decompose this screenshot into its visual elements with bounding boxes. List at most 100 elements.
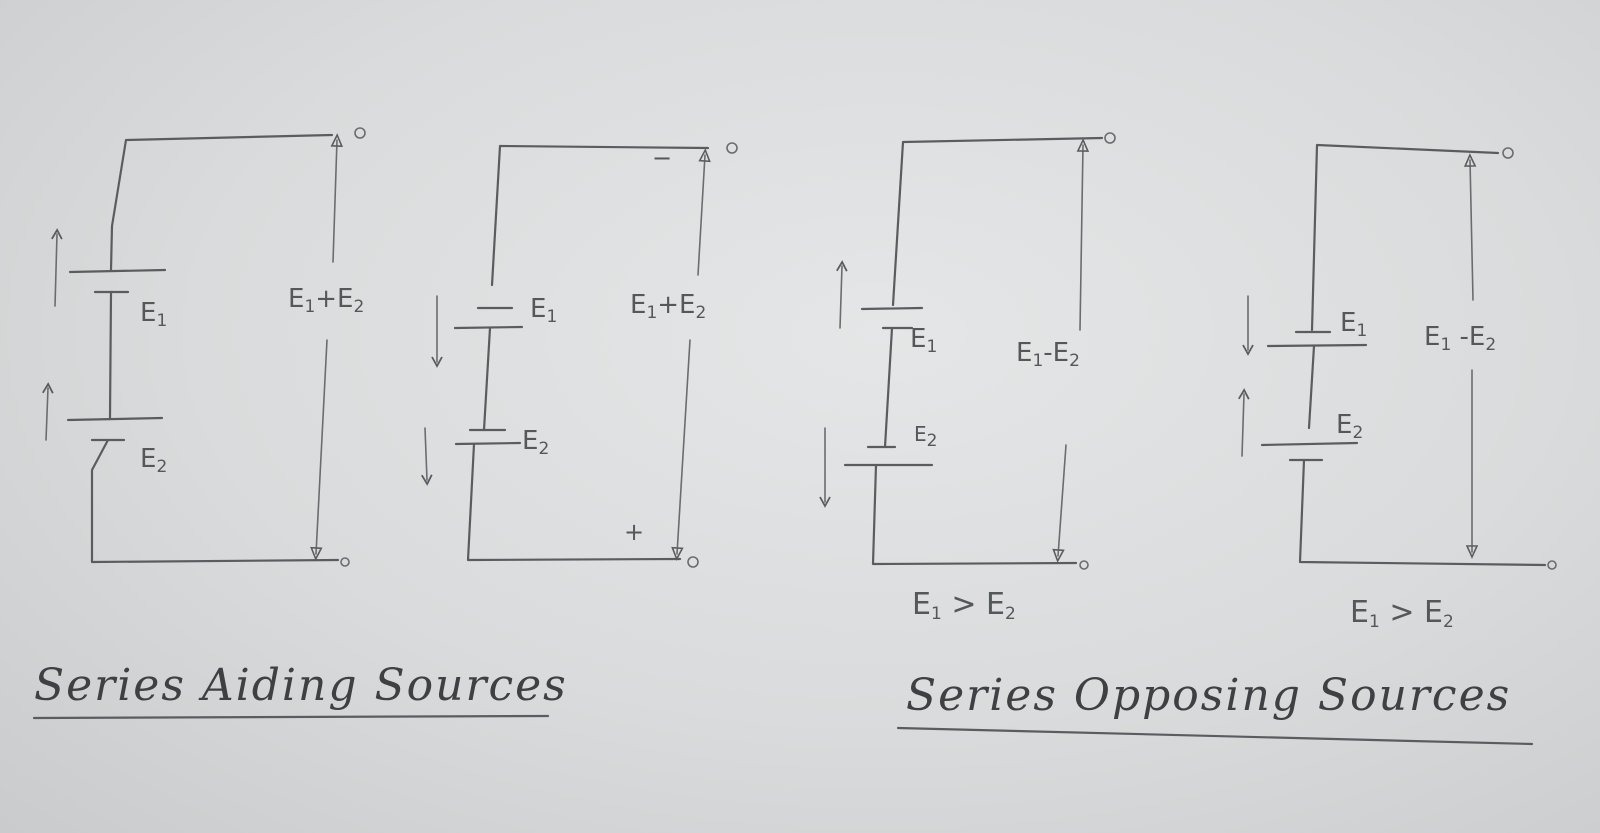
label-subscript: 2 [156, 457, 168, 477]
label-text: E [140, 444, 157, 474]
wire-top [1310, 143, 1500, 332]
voltage-arrow-down [671, 339, 691, 561]
title-underline-aiding [32, 714, 550, 720]
label-subscript: 2 [1004, 604, 1016, 624]
wire-bottom [1298, 458, 1547, 567]
emf-arrow-2 [1238, 388, 1250, 457]
battery-1-long-plate [453, 325, 524, 330]
emf-arrow-2 [421, 427, 433, 486]
terminal-sign-negative: − [652, 144, 673, 172]
title-underline-opposing [896, 726, 1534, 746]
label-subscript: 1 [646, 303, 658, 323]
wire-bottom [466, 442, 682, 562]
label-subscript: 2 [1442, 612, 1454, 632]
label-text: E [1336, 410, 1353, 440]
terminal-top [1104, 132, 1116, 144]
battery-2-long-plate [1260, 441, 1359, 447]
wire-middle [482, 326, 492, 432]
circuit-aiding-1 [42, 127, 366, 567]
terminal-top [354, 127, 366, 139]
battery-1-long-plate [68, 268, 167, 274]
wire-bottom [871, 463, 1078, 566]
voltage-arrow-up [330, 133, 344, 263]
label-cell-e2: E2 [1336, 412, 1363, 442]
circuit-opposing-2 [1238, 143, 1557, 570]
label-text: E [522, 426, 539, 456]
terminal-bottom [1079, 560, 1089, 570]
label-subscript: 2 [926, 431, 938, 451]
terminal-top [1502, 147, 1514, 159]
voltage-arrow-up [697, 148, 711, 276]
label-subscript: 2 [1352, 423, 1364, 443]
terminal-bottom [1547, 560, 1557, 570]
emf-arrow-1 [836, 260, 848, 329]
label-cell-e2: E2 [140, 446, 167, 476]
label-cell-e1: E1 [530, 296, 557, 326]
label-text: E [288, 284, 305, 314]
label-text: E [910, 324, 927, 354]
label-subscript: 1 [1356, 321, 1368, 341]
label-output-voltage: E1+E2 [630, 292, 706, 322]
label-subscript: 1 [546, 307, 558, 327]
label-cell-e1: E1 [1340, 310, 1367, 340]
battery-1-long-plate [860, 306, 924, 311]
voltage-arrow-down [1052, 444, 1067, 563]
wire-middle [883, 326, 894, 449]
label-subscript: 2 [1485, 335, 1497, 355]
label-text: E [1350, 595, 1369, 630]
label-subscript: 2 [695, 303, 707, 323]
label-subscript: 1 [1368, 612, 1380, 632]
voltage-arrow-up [1463, 153, 1477, 301]
label-text: +E [315, 284, 354, 314]
terminal-top [726, 142, 738, 154]
wire-top [490, 144, 710, 287]
label-cell-e2: E2 [522, 428, 549, 458]
label-text: E [530, 294, 547, 324]
label-output-voltage: E1-E2 [1016, 340, 1080, 370]
title-series-opposing: Series Opposing Sources [906, 670, 1512, 721]
circuit-aiding-2 [421, 142, 738, 568]
emf-arrow-2 [42, 382, 54, 441]
label-subscript: 1 [1032, 351, 1044, 371]
label-text: > E [941, 587, 1005, 622]
label-subscript: 1 [156, 311, 168, 331]
label-text: E [1340, 308, 1357, 338]
label-text: +E [657, 290, 696, 320]
label-subscript: 1 [1440, 335, 1452, 355]
label-text: E [1016, 338, 1033, 368]
label-text: E [630, 290, 647, 320]
title-series-aiding: Series Aiding Sources [34, 660, 568, 711]
wire-middle [108, 290, 113, 420]
label-text: E [912, 587, 931, 622]
voltage-arrow-up [1076, 138, 1090, 331]
label-text: > E [1379, 595, 1443, 630]
label-subscript: 1 [304, 297, 316, 317]
emf-arrow-1 [51, 228, 63, 307]
label-text: E [140, 298, 157, 328]
terminal-bottom [687, 556, 699, 568]
circuit-opposing-1 [819, 132, 1116, 570]
label-output-voltage: E1+E2 [288, 286, 364, 316]
label-condition: E1 > E2 [1350, 598, 1454, 631]
voltage-arrow-down [310, 339, 328, 561]
label-output-voltage: E1 -E2 [1424, 324, 1496, 354]
wire-top [109, 133, 334, 272]
battery-2-long-plate [66, 416, 164, 422]
label-cell-e2: E2 [914, 424, 937, 450]
battery-2-long-plate [454, 441, 522, 446]
label-cell-e1: E1 [140, 300, 167, 330]
label-cell-e1: E1 [910, 326, 937, 356]
terminal-bottom [340, 557, 350, 567]
label-condition: E1 > E2 [912, 590, 1016, 623]
label-text: -E [1043, 338, 1070, 368]
wire-bottom [90, 438, 340, 564]
label-subscript: 2 [538, 439, 550, 459]
label-text: -E [1451, 322, 1486, 352]
label-subscript: 1 [930, 604, 942, 624]
terminal-sign-positive: + [624, 518, 645, 546]
label-subscript: 1 [926, 337, 938, 357]
label-text: E [1424, 322, 1441, 352]
wire-middle [1307, 344, 1316, 430]
